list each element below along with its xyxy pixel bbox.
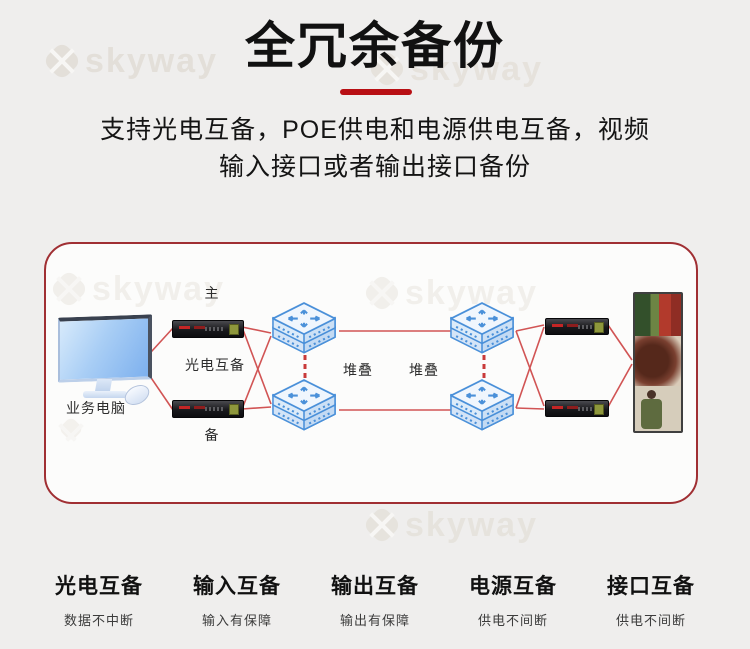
feature-item: 输入互备 输入有保障	[168, 570, 306, 629]
monitor-base	[83, 391, 127, 398]
skyway-watermark: skyway	[49, 269, 225, 309]
feature-subtitle: 数据不中断	[63, 613, 134, 628]
device-label-chip	[229, 404, 239, 415]
watermark-text: skyway	[85, 42, 218, 80]
device-led-lights	[552, 324, 563, 327]
feature-item: 输出互备 输出有保障	[306, 570, 444, 629]
device-ports	[578, 407, 598, 411]
subtitle-line-1: 支持光电互备，POE供电和电源供电互备，视频	[100, 116, 650, 144]
watermark-text: skyway	[410, 50, 543, 88]
video-wall-content	[635, 336, 681, 386]
feature-title: 输入互备	[193, 575, 281, 598]
feature-title: 电源互备	[469, 575, 557, 598]
video-wall-person	[641, 398, 662, 429]
skyway-watermark: skyway	[367, 49, 543, 89]
device-label-chip	[594, 322, 604, 333]
watermark-text: skyway	[405, 274, 538, 312]
watermark-text: skyway	[405, 506, 538, 544]
feature-subtitle: 供电不间断	[615, 613, 686, 628]
encoder-backup-device	[172, 400, 244, 418]
skyway-watermark: skyway	[362, 505, 538, 545]
skyway-logo-icon	[362, 273, 402, 313]
skyway-logo-icon	[49, 269, 89, 309]
subtitle: 支持光电互备，POE供电和电源供电互备，视频 输入接口或者输出接口备份	[0, 112, 750, 186]
business-pc	[58, 314, 154, 402]
video-wall	[633, 292, 683, 433]
feature-subtitle: 输入有保障	[201, 613, 272, 628]
feature-row: 光电互备 数据不中断 输入互备 输入有保障 输出互备 输出有保障 电源互备 供电…	[30, 570, 720, 629]
page-title: 全冗余备份	[245, 18, 505, 74]
video-wall-person	[647, 389, 656, 399]
decoder-bottom-device	[545, 400, 609, 417]
label-stack-right: 堆叠	[409, 362, 439, 378]
feature-title: 光电互备	[55, 575, 143, 598]
device-led-lights	[552, 406, 563, 409]
device-led-lights	[179, 406, 190, 409]
subtitle-line-2: 输入接口或者输出接口备份	[218, 153, 531, 181]
switch-bottom-left-icon	[271, 379, 337, 431]
device-ports	[578, 325, 598, 329]
feature-title: 接口互备	[607, 575, 695, 598]
device-ports	[205, 327, 225, 331]
skyway-watermark	[58, 416, 84, 442]
feature-title: 输出互备	[331, 575, 419, 598]
feature-subtitle: 输出有保障	[339, 613, 410, 628]
skyway-watermark: skyway	[42, 41, 218, 81]
pc-label: 业务电脑	[66, 400, 126, 416]
feature-subtitle: 供电不间断	[477, 613, 548, 628]
device-label-chip	[229, 324, 239, 335]
title-divider	[340, 89, 412, 95]
device-led-lights	[179, 326, 190, 329]
switch-bottom-right-icon	[449, 379, 515, 431]
skyway-logo-icon	[362, 505, 402, 545]
switch-top-left-icon	[271, 302, 337, 354]
feature-item: 电源互备 供电不间断	[444, 570, 582, 629]
label-optical-backup: 光电互备	[185, 357, 245, 373]
video-wall-content	[635, 294, 681, 337]
device-ports	[205, 407, 225, 411]
feature-item: 接口互备 供电不间断	[582, 570, 720, 629]
label-stack-left: 堆叠	[343, 362, 373, 378]
encoder-primary-device	[172, 320, 244, 338]
label-primary: 主	[204, 285, 220, 301]
label-backup: 备	[204, 427, 220, 443]
feature-item: 光电互备 数据不中断	[30, 570, 168, 629]
skyway-logo-icon	[58, 416, 84, 442]
decoder-top-device	[545, 318, 609, 335]
switch-top-right-icon	[449, 302, 515, 354]
watermark-text: skyway	[92, 270, 225, 308]
skyway-watermark: skyway	[362, 273, 538, 313]
video-wall-content	[635, 385, 681, 431]
monitor-icon	[58, 314, 152, 383]
device-label-chip	[594, 404, 604, 415]
